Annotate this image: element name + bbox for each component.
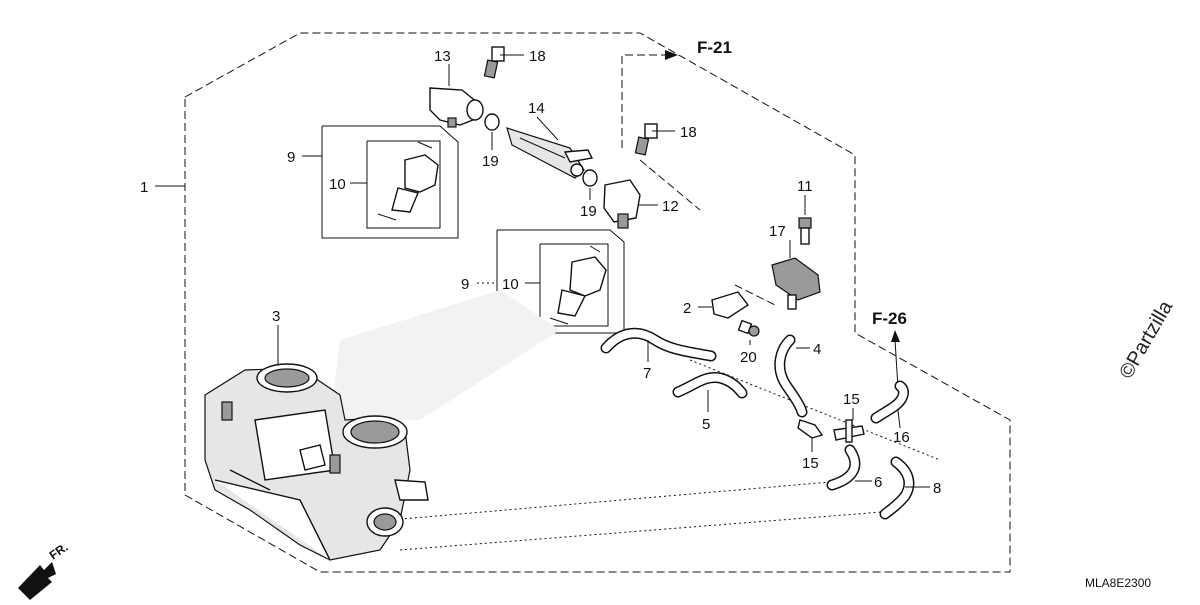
callout-1: 1 [140,179,148,196]
hose-8 [879,456,915,520]
injector-box-left [321,125,459,239]
callout-14: 14 [528,100,545,117]
injector-inner-box-right [539,243,609,327]
callout-9-right: 9 [461,276,469,293]
bracket-2 [711,291,750,319]
joint-15-left [797,419,824,439]
watermark: ©Partzilla [1115,296,1177,382]
hose-4 [774,334,808,418]
callout-15-bottom: 15 [802,455,819,472]
bolt-18-top [483,46,505,79]
f21-arrow-icon [665,50,678,60]
f26-arrow-icon [891,330,900,342]
callout-20: 20 [740,349,757,366]
hose-5 [672,371,748,399]
injector-10-left [377,141,439,221]
hose-6 [826,444,861,491]
callout-16: 16 [893,429,910,446]
sensor-17 [771,257,821,310]
bolt-18-right [634,123,658,156]
reference-f26: F-26 [872,309,907,328]
injector-inner-box-left [366,140,441,229]
callout-2: 2 [683,300,691,317]
o-ring-19-right [582,169,598,187]
callout-17: 17 [769,223,786,240]
assembly-boundary [184,32,1011,573]
joint-15-right [833,419,865,443]
callout-18-top: 18 [529,48,546,65]
reference-f21: F-21 [697,38,732,57]
fuel-rail-14 [506,127,594,179]
callout-7: 7 [643,365,651,382]
callout-15-top: 15 [843,391,860,408]
injector-10-right [549,245,607,325]
callout-8: 8 [933,480,941,497]
callout-19-left: 19 [482,153,499,170]
hose-7 [600,327,717,362]
part-12-connector [603,179,641,229]
shading-area [330,290,560,420]
front-direction-label: FR. [47,540,71,563]
callout-5: 5 [702,416,710,433]
callout-18-right: 18 [680,124,697,141]
callout-10-right: 10 [502,276,519,293]
callout-4: 4 [813,341,821,358]
diagram-code: MLA8E2300 [1085,576,1151,590]
o-ring-19-left [484,113,500,131]
front-direction-arrow-icon [18,562,56,600]
callout-12: 12 [662,198,679,215]
bolt-20 [737,319,760,337]
part-13-connector [429,87,484,128]
hose-16 [870,380,909,424]
callout-10-left: 10 [329,176,346,193]
screw-11 [798,217,812,245]
callout-19-right: 19 [580,203,597,220]
callout-13: 13 [434,48,451,65]
callout-6: 6 [874,474,882,491]
callout-9-left: 9 [287,149,295,166]
callout-3: 3 [272,308,280,325]
callout-11: 11 [797,178,813,195]
f21-leader [621,54,665,148]
throttle-body [204,363,429,561]
